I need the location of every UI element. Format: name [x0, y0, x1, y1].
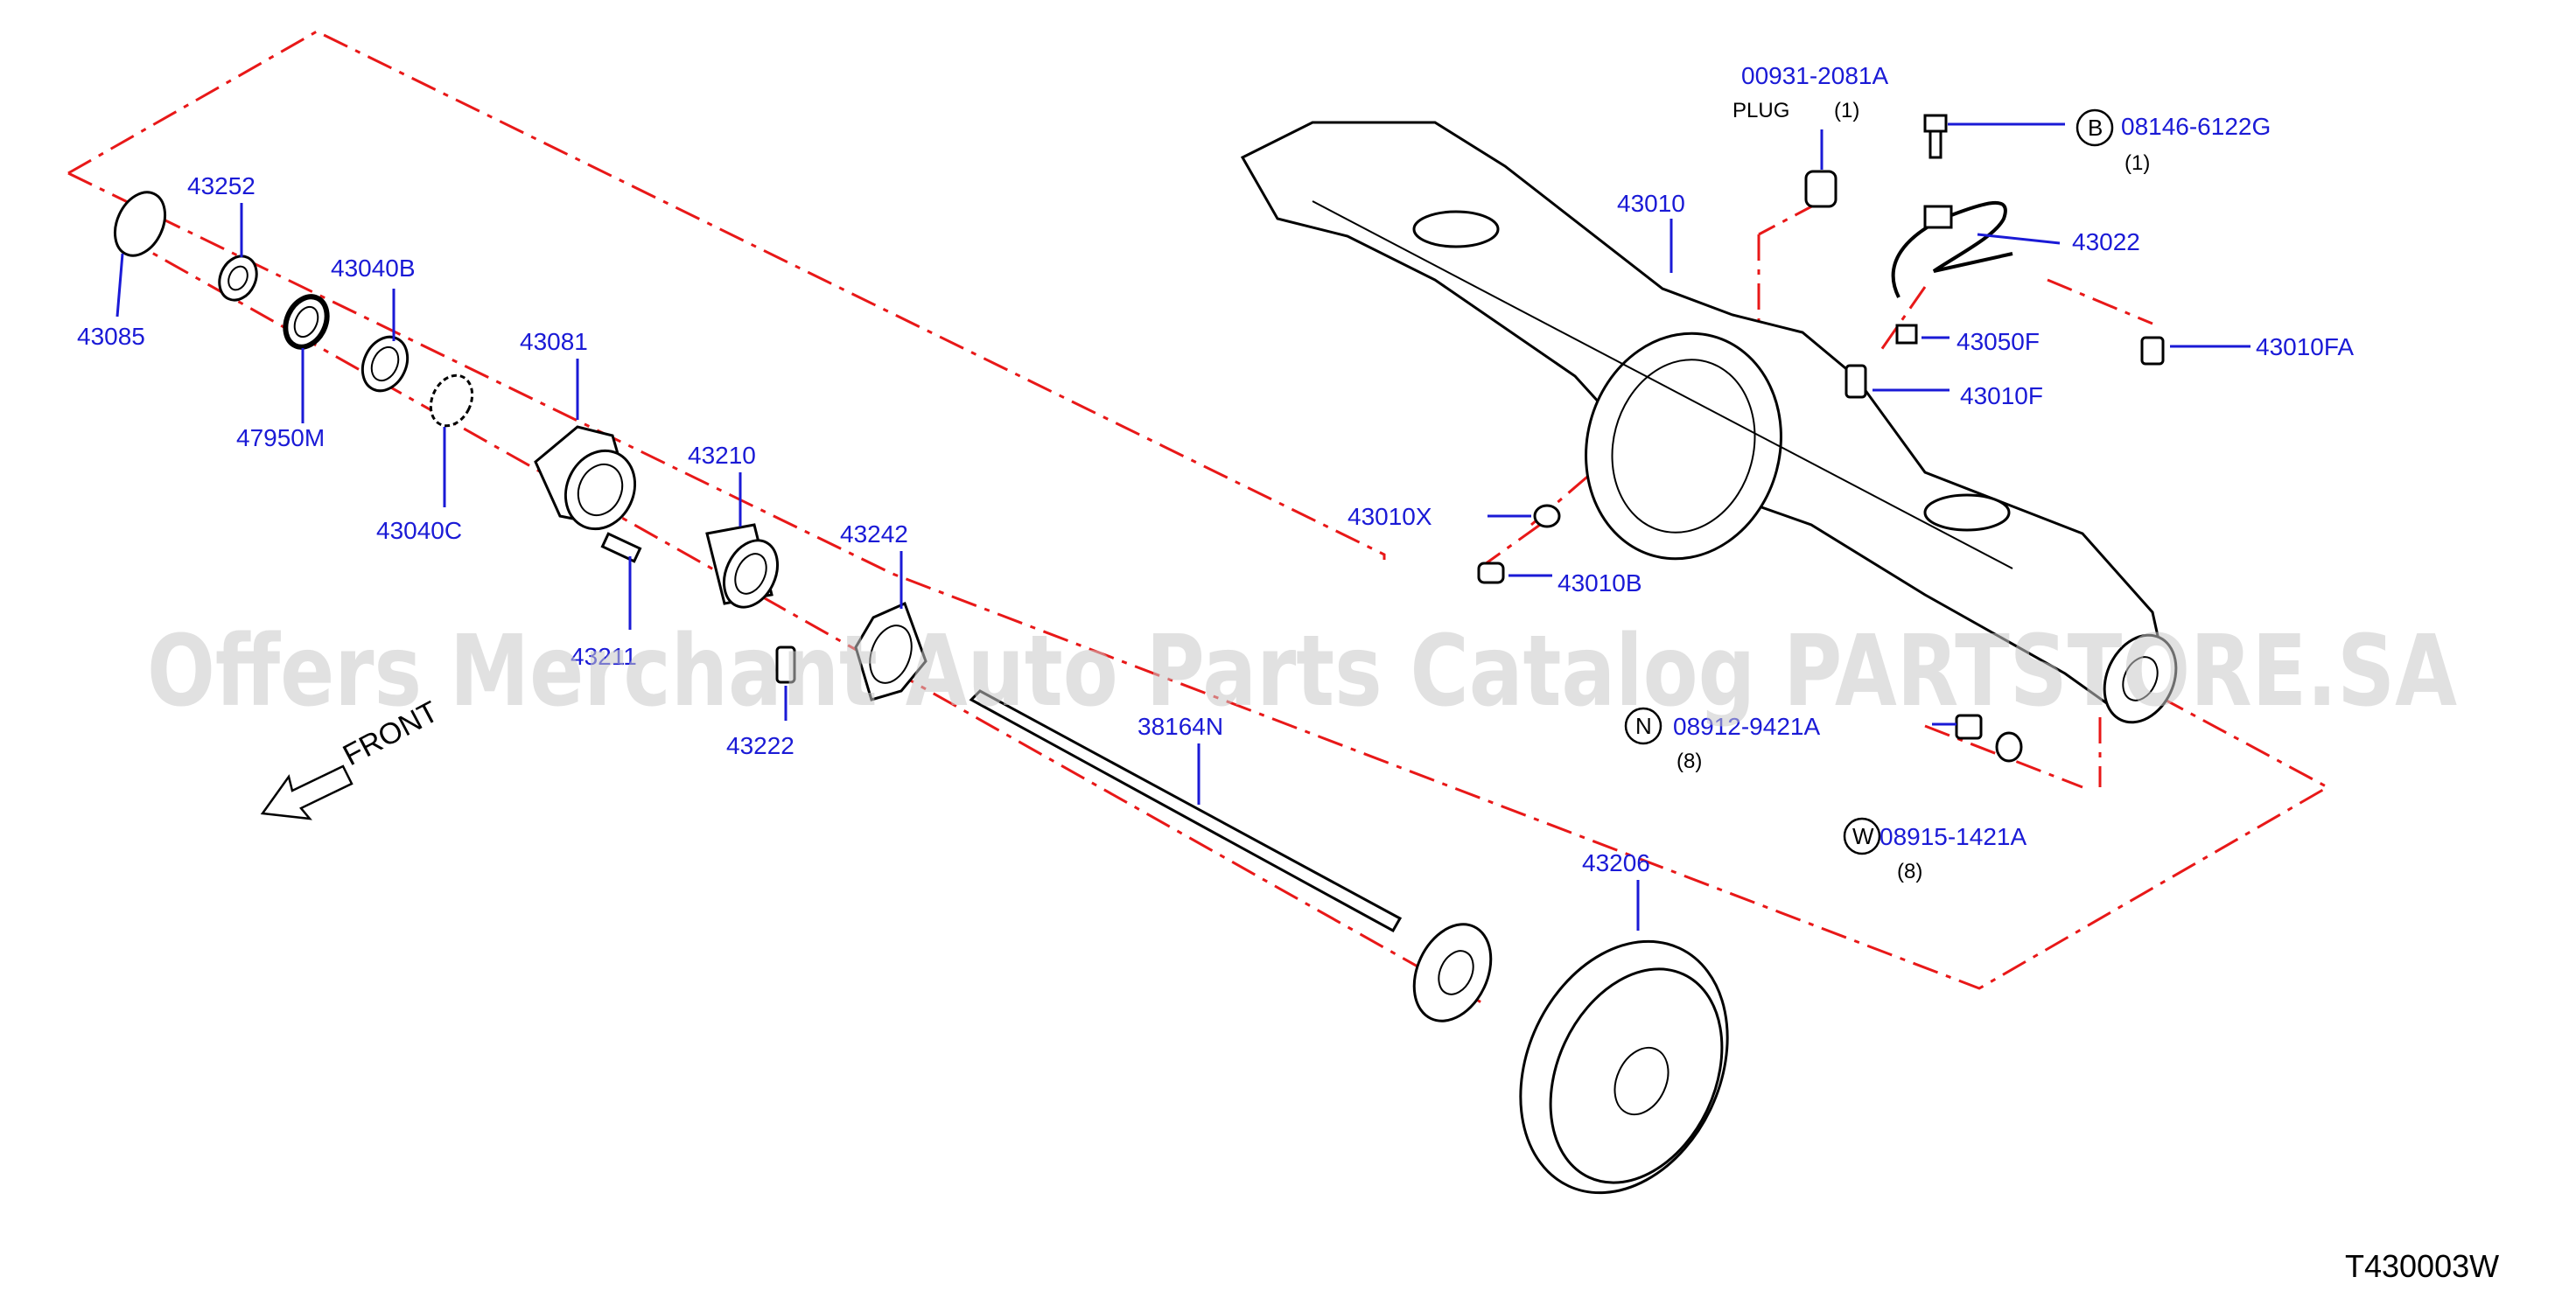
callout-w-badge — [1843, 817, 1881, 855]
part-bolt-43010B[interactable] — [1477, 562, 1505, 584]
part-washer-43010X[interactable] — [1533, 504, 1561, 528]
label-43010F[interactable]: 43010F — [1960, 382, 2043, 409]
label-08146-6122G[interactable]: 08146-6122G — [2121, 113, 2271, 140]
part-plug-00931-2081A[interactable] — [1804, 170, 1838, 208]
part-bolt-43010F[interactable] — [1844, 364, 1867, 399]
label-43050F[interactable]: 43050F — [1956, 328, 2040, 355]
part-nut-08912-9421A[interactable] — [1955, 714, 1983, 740]
part-labels: 43085 43252 47950M 43040B 43040C 43081 4… — [77, 62, 2354, 883]
part-o-ring-43085[interactable] — [105, 185, 174, 264]
callout-n-badge — [1624, 707, 1662, 745]
part-washer-08915-1421A[interactable] — [1995, 731, 2023, 763]
label-08915-1421A[interactable]: 08915-1421A — [1880, 823, 2026, 850]
callout-b-badge — [2076, 108, 2114, 147]
label-qty-08912: (8) — [1676, 750, 1702, 773]
watermark: Offers Merchant Auto Parts Catalog PARTS… — [147, 615, 2457, 729]
part-plate-43242[interactable] — [854, 601, 928, 701]
label-43040B[interactable]: 43040B — [331, 255, 416, 282]
label-08912-9421A[interactable]: 08912-9421A — [1673, 713, 1820, 740]
part-seal-43252[interactable] — [213, 250, 263, 306]
callout-b-letter: B — [2088, 115, 2103, 141]
callout-n-letter: N — [1635, 713, 1652, 739]
label-43210[interactable]: 43210 — [688, 442, 756, 469]
label-43022[interactable]: 43022 — [2072, 228, 2140, 255]
label-43010[interactable]: 43010 — [1617, 190, 1685, 217]
part-brake-drum-43206[interactable] — [1481, 908, 1767, 1227]
label-43085[interactable]: 43085 — [77, 323, 145, 350]
label-43222[interactable]: 43222 — [726, 732, 794, 759]
label-43010X[interactable]: 43010X — [1348, 503, 1432, 530]
part-axle-shaft-38164N[interactable] — [969, 689, 1506, 1033]
label-qty-08146: (1) — [2124, 151, 2150, 175]
part-breather-43050F[interactable] — [1895, 324, 1918, 345]
callout-badges: B N W — [1624, 108, 2114, 855]
label-43010FA[interactable]: 43010FA — [2256, 333, 2354, 360]
label-43206[interactable]: 43206 — [1582, 849, 1650, 876]
part-seal-47950M[interactable] — [277, 290, 334, 354]
label-43252[interactable]: 43252 — [187, 172, 256, 199]
part-ring-43040B[interactable] — [354, 330, 416, 398]
label-plug: PLUG — [1732, 99, 1789, 122]
label-43242[interactable]: 43242 — [840, 520, 908, 548]
part-bearing-housing-43081[interactable] — [534, 425, 648, 541]
label-qty-plug: (1) — [1834, 99, 1859, 122]
label-43081[interactable]: 43081 — [520, 328, 588, 355]
part-hose-43022[interactable] — [1891, 200, 2013, 298]
label-43211[interactable]: 43211 — [570, 643, 637, 670]
label-43010B[interactable]: 43010B — [1558, 569, 1642, 597]
label-00931-2081A[interactable]: 00931-2081A — [1741, 62, 1888, 89]
part-bolt-43222[interactable] — [775, 646, 796, 684]
part-bolt-08146-6122G[interactable] — [1923, 114, 1948, 159]
part-bolt-43010FA[interactable] — [2140, 336, 2165, 366]
label-qty-08915: (8) — [1897, 860, 1922, 883]
callout-w-letter: W — [1852, 823, 1874, 849]
label-43040C[interactable]: 43040C — [376, 517, 462, 544]
part-lock-washer-43040C[interactable] — [423, 369, 480, 433]
part-bearing-43210[interactable] — [705, 523, 788, 616]
diagram-id: T430003W — [2345, 1248, 2499, 1284]
label-38164N[interactable]: 38164N — [1138, 713, 1223, 740]
label-47950M[interactable]: 47950M — [236, 424, 325, 451]
part-bolt-43211[interactable] — [600, 532, 642, 563]
leader-lines — [116, 122, 2250, 931]
part-axle-housing-43010[interactable] — [1240, 121, 2189, 734]
